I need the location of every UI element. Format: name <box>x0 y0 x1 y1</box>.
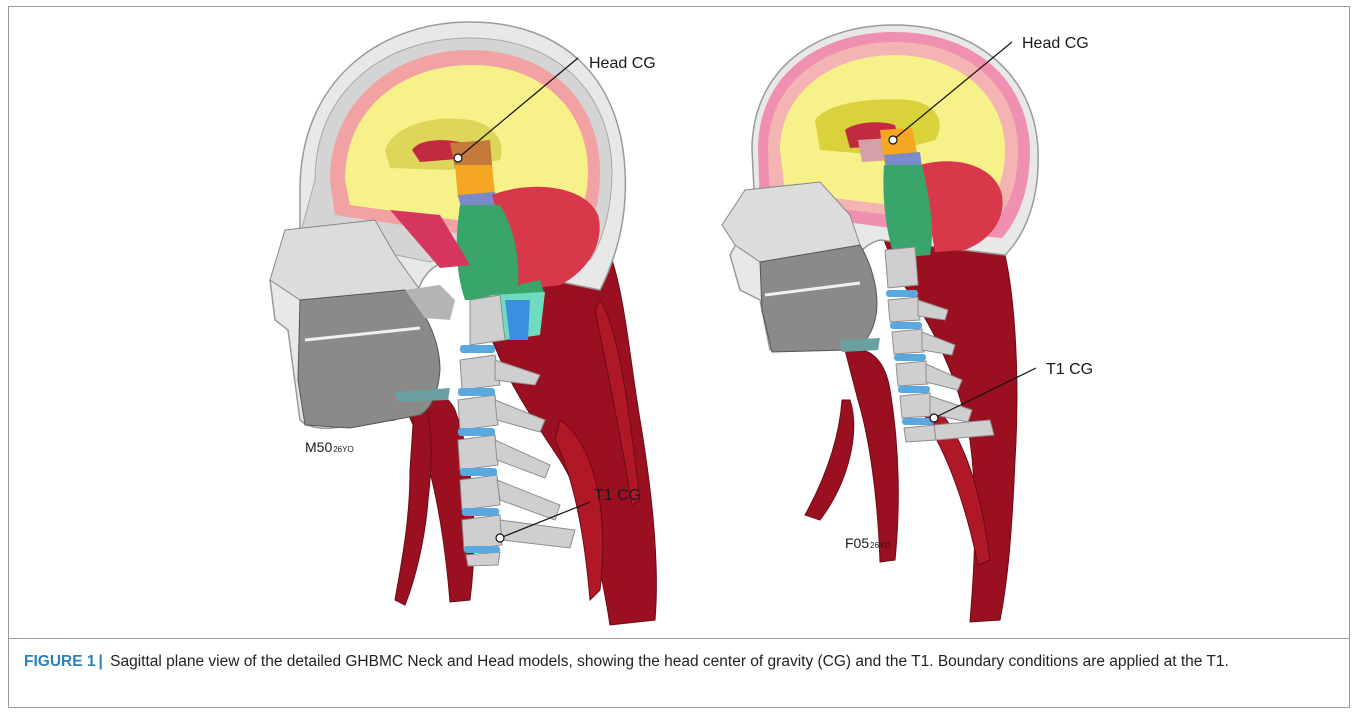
model-f05 <box>722 25 1038 622</box>
t1-cg-label-right: T1 CG <box>1046 361 1093 378</box>
hyoid-right <box>840 338 880 352</box>
t1-cg-marker-left <box>496 534 504 542</box>
anatomy-illustration: Head CG Head CG T1 CG T1 CG M5026YO F052… <box>0 0 1355 640</box>
figure-caption: FIGURE 1| Sagittal plane view of the det… <box>24 650 1324 673</box>
model-label-f05-main: F05 <box>845 535 869 551</box>
head-cg-label-right: Head CG <box>1022 35 1089 52</box>
t1-cg-label-left: T1 CG <box>594 487 641 504</box>
caption-text: Sagittal plane view of the detailed GHBM… <box>110 653 1229 670</box>
caption-divider <box>8 638 1350 639</box>
head-cg-marker-right <box>889 136 897 144</box>
jaw-right <box>760 245 877 352</box>
model-label-m50-sub: 26YO <box>333 445 353 454</box>
figure-label: FIGURE 1 <box>24 653 95 670</box>
model-label-m50: M5026YO <box>305 439 354 455</box>
jaw-left <box>298 290 440 428</box>
figure-area: Head CG Head CG T1 CG T1 CG M5026YO F052… <box>0 0 1355 640</box>
head-cg-marker-left <box>454 154 462 162</box>
model-m50 <box>270 22 656 625</box>
t1-cg-marker-right <box>930 414 938 422</box>
caption-separator: | <box>98 653 102 670</box>
model-label-f05-sub: 26YO <box>870 541 890 550</box>
head-cg-label-left: Head CG <box>589 55 656 72</box>
model-label-m50-main: M50 <box>305 439 332 455</box>
